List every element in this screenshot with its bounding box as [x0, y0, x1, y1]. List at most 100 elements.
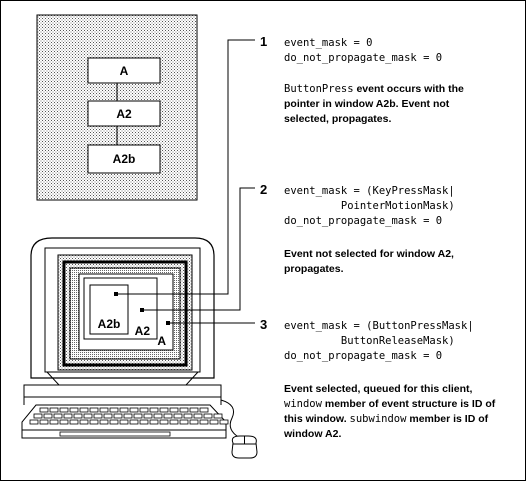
keyboard-key: [79, 407, 89, 413]
keyboard-key: [129, 419, 139, 425]
keyboard-key: [159, 419, 169, 425]
keyboard-key: [179, 419, 189, 425]
keyboard: [21, 404, 229, 439]
keyboard-key: [39, 419, 49, 425]
leader-line-2: [143, 187, 255, 311]
step-2-code-line-2: PointerMotionMask): [284, 200, 455, 212]
step-1-code-line-2: do_not_propagate_mask = 0: [284, 52, 442, 64]
hier-window-a-label: A: [120, 64, 129, 78]
step-1: 1 event_mask = 0 do_not_propagate_mask =…: [260, 34, 464, 125]
keyboard-key: [169, 407, 179, 413]
keyboard-key: [43, 413, 53, 419]
step-1-desc-line-2: pointer in window A2b. Event not: [284, 98, 450, 110]
step-2-code-line-1: event_mask = (KeyPressMask|: [284, 185, 455, 197]
keyboard-key: [153, 413, 163, 419]
screen-window-a2b-label: A2b: [98, 317, 121, 331]
step-3: 3 event_mask = (ButtonPressMask| ButtonR…: [260, 317, 496, 440]
pointer-dot-a: [166, 321, 170, 325]
keyboard-key: [189, 419, 199, 425]
keyboard-key: [59, 431, 171, 437]
keyboard-key: [143, 413, 153, 419]
keyboard-key: [89, 407, 99, 413]
keyboard-key: [69, 419, 79, 425]
screen: A A2 A2b: [57, 254, 193, 371]
window-hierarchy-panel: A A2 A2b: [36, 14, 198, 201]
keyboard-key: [89, 419, 99, 425]
keyboard-key: [99, 419, 109, 425]
keyboard-key: [33, 413, 43, 419]
keyboard-key: [199, 407, 209, 413]
keyboard-key: [63, 413, 73, 419]
keyboard-key: [209, 419, 219, 425]
step-3-code-line-3: do_not_propagate_mask = 0: [284, 350, 442, 362]
mouse-cable: [220, 399, 241, 439]
keyboard-key: [149, 419, 159, 425]
step-2-code-line-3: do_not_propagate_mask = 0: [284, 215, 442, 227]
keyboard-key: [59, 407, 69, 413]
keyboard-key: [59, 419, 69, 425]
keyboard-key: [113, 413, 123, 419]
hier-window-a2-label: A2: [116, 107, 132, 121]
hier-window-a2: A2: [87, 100, 161, 127]
keyboard-key: [149, 407, 159, 413]
keyboard-key: [159, 407, 169, 413]
keyboard-key: [103, 413, 113, 419]
keyboard-key: [69, 407, 79, 413]
step-1-number: 1: [260, 34, 267, 49]
mouse: [231, 435, 258, 459]
hier-window-a2b: A2b: [87, 144, 161, 174]
keyboard-key: [199, 419, 209, 425]
step-3-desc-line-3: this window. subwindow member is ID of: [284, 413, 489, 425]
computer-illustration: A A2 A2b: [21, 237, 258, 459]
screen-window-a2b: [89, 284, 129, 335]
step-1-code-line-1: event_mask = 0: [284, 37, 373, 49]
step-3-code-line-1: event_mask = (ButtonPressMask|: [284, 320, 474, 332]
keyboard-key: [169, 419, 179, 425]
keyboard-key: [219, 419, 229, 425]
keyboard-key: [99, 407, 109, 413]
hier-window-a: A: [87, 57, 161, 84]
keyboard-key: [109, 419, 119, 425]
keyboard-key: [49, 419, 59, 425]
keyboard-key: [173, 413, 183, 419]
keyboard-key: [193, 413, 203, 419]
keyboard-key: [29, 419, 39, 425]
step-3-code-line-2: ButtonReleaseMask): [284, 335, 455, 347]
keyboard-key: [163, 413, 173, 419]
keyboard-key: [213, 413, 223, 419]
keyboard-key: [93, 413, 103, 419]
screen-window-a-label: A: [157, 334, 166, 348]
step-1-desc-line-1: ButtonPress event occurs with the: [284, 83, 464, 95]
pointer-dot-a2: [140, 308, 144, 312]
keyboard-key: [79, 419, 89, 425]
step-2: 2 event_mask = (KeyPressMask| PointerMot…: [260, 182, 455, 275]
keyboard-key: [49, 407, 59, 413]
keyboard-key: [73, 413, 83, 419]
step-3-desc-line-2: window member of event structure is ID o…: [284, 398, 496, 410]
keyboard-key: [203, 413, 213, 419]
keyboard-key: [119, 407, 129, 413]
keyboard-key: [179, 407, 189, 413]
keyboard-key: [119, 419, 129, 425]
leader-lines: [117, 39, 255, 324]
keyboard-key: [109, 407, 119, 413]
pointer-dot-a2b: [114, 292, 118, 296]
step-2-number: 2: [260, 182, 267, 197]
keyboard-key: [133, 413, 143, 419]
step-3-desc-line-1: Event selected, queued for this client,: [284, 383, 473, 395]
keyboard-key: [139, 407, 149, 413]
step-3-number: 3: [260, 317, 267, 332]
keyboard-key: [139, 419, 149, 425]
keyboard-key: [83, 413, 93, 419]
keyboard-key: [39, 407, 49, 413]
keyboard-key: [53, 413, 63, 419]
keyboard-key: [123, 413, 133, 419]
step-2-desc-line-2: propagates.: [284, 263, 344, 275]
step-1-desc-line-3: selected, propagates.: [284, 113, 391, 125]
screen-window-a2-label: A2: [135, 324, 151, 338]
keyboard-key: [189, 407, 199, 413]
keyboard-key: [129, 407, 139, 413]
step-2-desc-line-1: Event not selected for window A2,: [284, 248, 454, 260]
hier-window-a2b-label: A2b: [113, 152, 136, 166]
